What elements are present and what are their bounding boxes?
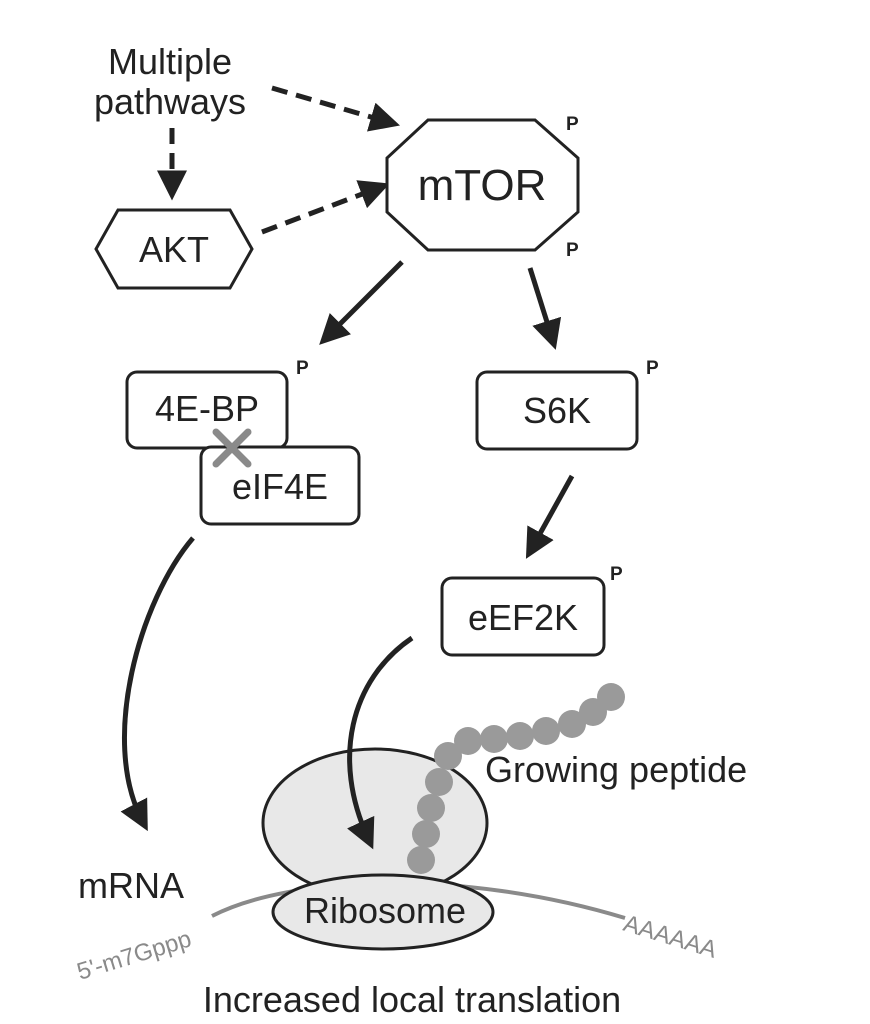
- eef2k-phospho: P: [610, 564, 623, 585]
- peptide-bead: [454, 727, 482, 755]
- multiple-pathways-label-line1: Multiple: [108, 41, 232, 82]
- ribosome-label: Ribosome: [304, 890, 466, 931]
- akt-label: AKT: [139, 229, 209, 270]
- mrna-polya-tail-label: AAAAAA: [620, 910, 720, 964]
- arrow-akt-to-mtor: [261, 180, 390, 235]
- mtor-phospho-top: P: [566, 114, 579, 135]
- arrow-pathways-to-mtor: [271, 85, 400, 132]
- binding-blocked-cross-icon: [212, 428, 252, 468]
- mrna-label: mRNA: [78, 865, 184, 906]
- mtor-node: mTOR P P: [385, 114, 580, 261]
- growing-peptide-chain: [407, 683, 625, 874]
- arrow-mtor-to-4ebp: [319, 260, 404, 345]
- akt-node: AKT: [94, 208, 254, 290]
- peptide-bead: [434, 742, 462, 770]
- 4ebp-phospho: P: [296, 358, 309, 379]
- growing-peptide-label: Growing peptide: [485, 749, 747, 790]
- peptide-bead: [506, 722, 534, 750]
- peptide-bead: [412, 820, 440, 848]
- mtor-phospho-bottom: P: [566, 240, 579, 261]
- peptide-bead: [480, 725, 508, 753]
- peptide-bead: [417, 794, 445, 822]
- peptide-bead: [407, 846, 435, 874]
- eif4e-label: eIF4E: [232, 466, 328, 507]
- peptide-bead: [558, 710, 586, 738]
- 4ebp-label: 4E-BP: [155, 388, 259, 429]
- figure-caption: Increased local translation: [203, 979, 621, 1020]
- s6k-label: S6K: [523, 390, 591, 431]
- eef2k-node: eEF2K P: [440, 564, 623, 657]
- mtor-label: mTOR: [418, 161, 547, 210]
- arrow-s6k-to-eef2k: [525, 474, 575, 559]
- arrow-eef2k-to-ribosome: [347, 635, 414, 850]
- ribosome-small-subunit: [271, 873, 495, 951]
- peptide-bead: [597, 683, 625, 711]
- arrow-eif4e-to-mrna: [120, 536, 195, 832]
- arrow-mtor-to-s6k: [527, 267, 562, 350]
- s6k-node: S6K P: [475, 358, 659, 451]
- eef2k-label: eEF2K: [468, 597, 578, 638]
- mrna-5prime-cap-label: 5'-m7Gppp: [74, 925, 195, 985]
- peptide-bead: [425, 768, 453, 796]
- s6k-phospho: P: [646, 358, 659, 379]
- peptide-bead: [532, 717, 560, 745]
- multiple-pathways-label-line2: pathways: [94, 81, 246, 122]
- eif4e-node: eIF4E: [199, 445, 361, 526]
